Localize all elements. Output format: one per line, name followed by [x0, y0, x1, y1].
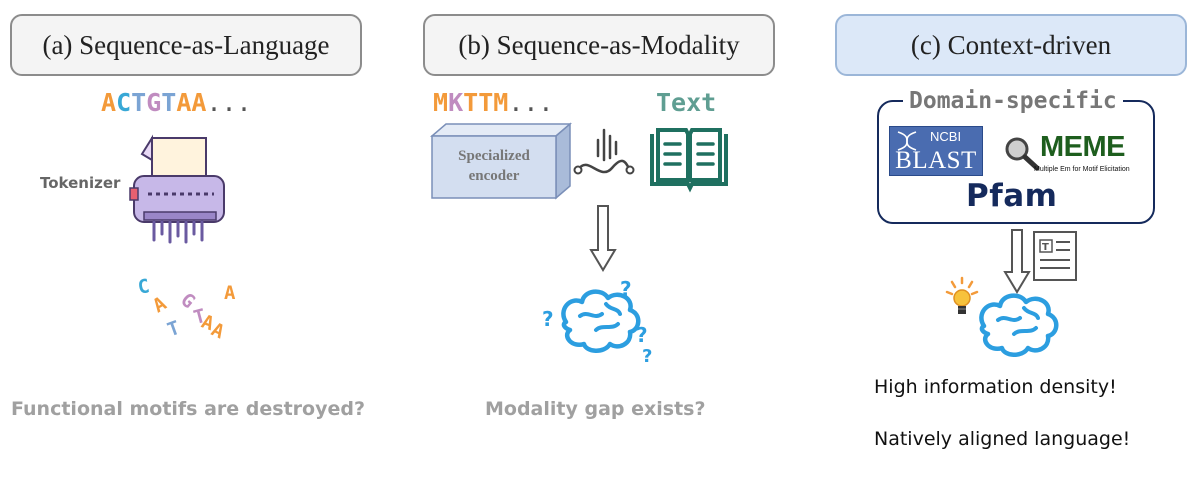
- question-mark: ?: [636, 323, 648, 347]
- pfam-text: Pfam: [966, 178, 1058, 214]
- seq-a-letter: C: [116, 88, 132, 117]
- scattered-letter: A: [224, 282, 236, 304]
- text-label: Text: [656, 88, 717, 117]
- blast-logo: NCBI BLAST: [889, 126, 983, 176]
- svg-text:T: T: [1042, 242, 1049, 253]
- panel-b-caption: Modality gap exists?: [485, 398, 706, 420]
- panel-c-title: (c) Context-driven: [910, 29, 1112, 60]
- seq-a-letter: A: [191, 88, 207, 117]
- panel-b-title: (b) Sequence-as-Modality: [458, 29, 740, 60]
- magnifier-icon: [1005, 137, 1040, 171]
- scattered-letter: A: [149, 292, 171, 318]
- seq-a-letter: G: [146, 88, 162, 117]
- seq-a-letter: T: [131, 88, 147, 117]
- scattered-letter: T: [191, 304, 209, 330]
- panel-c-header: (c) Context-driven: [835, 14, 1187, 76]
- question-mark: ?: [542, 307, 554, 331]
- dna-icon: [897, 131, 917, 151]
- seq-b-letter: T: [463, 88, 479, 117]
- brain-icon: [979, 293, 1059, 357]
- down-arrow-icon: [589, 205, 617, 272]
- brain-question-icon: ? ? ? ?: [542, 277, 652, 367]
- note-aligned: Natively aligned language!: [874, 428, 1131, 450]
- panel-a-title: (a) Sequence-as-Language: [42, 29, 330, 60]
- meme-subtitle: Multiple Em for Motif Elicitation: [1034, 166, 1130, 173]
- waveform-icon: [573, 128, 635, 175]
- seq-b-letter: M: [433, 88, 449, 117]
- book-icon: [650, 128, 728, 193]
- panel-a-caption: Functional motifs are destroyed?: [11, 398, 365, 420]
- domain-specific-label: Domain-specific: [903, 88, 1123, 114]
- note-density: High information density!: [874, 376, 1117, 398]
- panel-a-sequence: ACTGTAA...: [101, 88, 252, 117]
- seq-b-letter: M: [493, 88, 509, 117]
- shredder-icon: [129, 134, 225, 244]
- seq-b-letter: T: [478, 88, 494, 117]
- panel-a-header: (a) Sequence-as-Language: [10, 14, 362, 76]
- scattered-letter: C: [136, 275, 152, 299]
- seq-b-letter: K: [448, 88, 464, 117]
- meme-text: MEME: [1040, 131, 1126, 163]
- ncbi-text: NCBI: [930, 129, 962, 144]
- tokenizer-label: Tokenizer: [40, 174, 121, 192]
- down-arrow-icon: [1003, 229, 1031, 294]
- panel-b-sequence: MKTTM...: [433, 88, 553, 117]
- seq-a-letter: T: [161, 88, 177, 117]
- blast-text: BLAST: [895, 147, 977, 174]
- panel-b-header: (b) Sequence-as-Modality: [423, 14, 775, 76]
- seq-a-ellipsis: ...: [206, 88, 252, 117]
- seq-b-ellipsis: ...: [508, 88, 554, 117]
- lightbulb-icon: [945, 276, 979, 314]
- scattered-letters: C A A G T A T A: [132, 275, 242, 346]
- encoder-box: [429, 122, 573, 200]
- seq-a-letter: A: [176, 88, 192, 117]
- question-mark: ?: [642, 346, 652, 367]
- scattered-letter: T: [164, 316, 183, 342]
- seq-a-letter: A: [101, 88, 117, 117]
- document-icon: T: [1033, 231, 1077, 281]
- encoder-label: Specialized encoder: [458, 148, 530, 184]
- question-mark: ?: [620, 277, 632, 301]
